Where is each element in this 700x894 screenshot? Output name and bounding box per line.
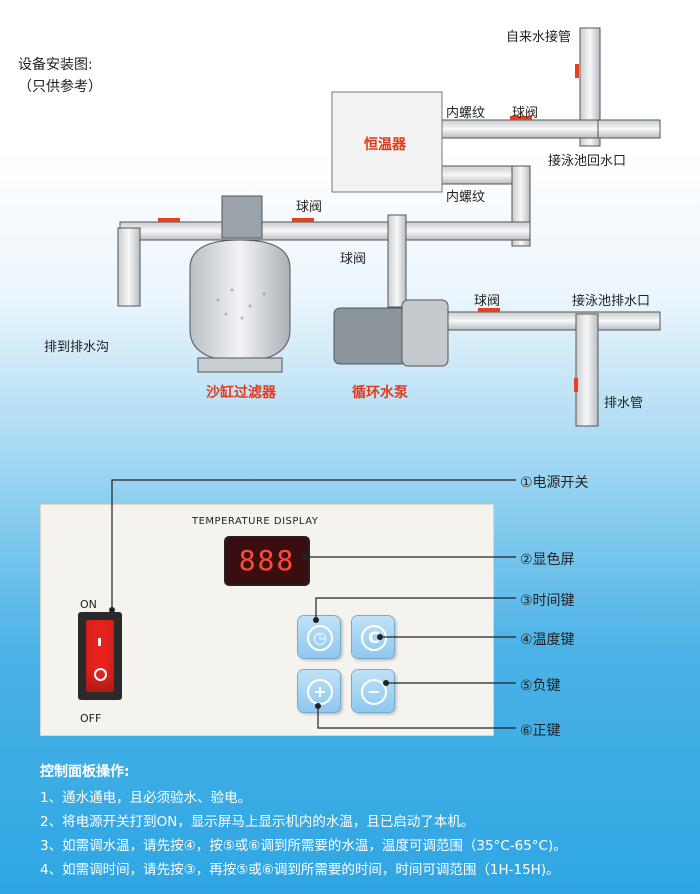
heater-box bbox=[331, 91, 443, 193]
label-pump: 循环水泵 bbox=[352, 385, 408, 401]
pipe-drain-right bbox=[575, 313, 599, 427]
switch-off-label: OFF bbox=[80, 712, 102, 725]
callout-minus: ⑤负键 bbox=[520, 678, 561, 694]
installation-diagram bbox=[117, 27, 661, 427]
switch-on-label: ON bbox=[80, 598, 97, 611]
time-button[interactable]: ◷ bbox=[298, 616, 340, 658]
install-note: （只供参考） bbox=[18, 79, 102, 95]
celsius-icon: C bbox=[361, 625, 387, 651]
sand-filter-tank bbox=[189, 239, 291, 363]
operation-step: 3、如需调水温，请先按④，按⑤或⑥调到所需要的水温，温度可调范围（35°C-65… bbox=[40, 838, 567, 854]
valve-main-mid bbox=[292, 218, 314, 222]
temperature-display: 888 bbox=[226, 538, 308, 584]
label-drain-pipe: 排水管 bbox=[604, 396, 644, 411]
label-heater: 恒温器 bbox=[364, 137, 406, 153]
clock-icon: ◷ bbox=[307, 625, 333, 651]
panel-title: TEMPERATURE DISPLAY bbox=[192, 516, 319, 527]
pipe-tap-vertical bbox=[579, 27, 601, 147]
operations-heading: 控制面板操作: bbox=[40, 764, 130, 780]
callout-temperature: ④温度键 bbox=[520, 632, 575, 648]
power-switch[interactable] bbox=[78, 612, 122, 700]
valve-drain-right bbox=[574, 378, 578, 392]
pump-body bbox=[401, 299, 449, 367]
operation-step: 1、通水通电，且必须验水、验电。 bbox=[40, 790, 252, 806]
install-title: 设备安装图: bbox=[18, 57, 93, 73]
label-pool-drain: 接泳池排水口 bbox=[572, 294, 651, 309]
label-inner-thread-top: 内螺纹 bbox=[446, 106, 486, 121]
valve-top bbox=[510, 116, 532, 120]
minus-icon: − bbox=[361, 679, 387, 705]
label-sand-filter: 沙缸过滤器 bbox=[206, 385, 276, 401]
filter-base bbox=[197, 357, 283, 373]
callout-time: ③时间键 bbox=[520, 593, 575, 609]
pipe-return bbox=[597, 119, 661, 139]
operation-step: 2、将电源开关打到ON，显示屏马上显示机内的水温，且已启动了本机。 bbox=[40, 814, 475, 830]
label-ball-valve-top: 球阀 bbox=[512, 106, 539, 121]
label-pool-return: 接泳池回水口 bbox=[548, 154, 627, 169]
pipe-pump-right bbox=[445, 311, 661, 331]
operation-instructions: 控制面板操作: 1、通水通电，且必须验水、验电。 2、将电源开关打到ON，显示屏… bbox=[40, 760, 567, 882]
pump-motor bbox=[333, 307, 407, 365]
label-tap-water: 自来水接管 bbox=[506, 30, 572, 45]
valve-tap bbox=[575, 64, 579, 78]
label-ball-valve-low: 球阀 bbox=[340, 252, 367, 267]
label-ball-valve-mid: 球阀 bbox=[296, 200, 323, 215]
pipe-pump-up bbox=[387, 214, 407, 308]
minus-button[interactable]: − bbox=[352, 670, 394, 712]
callout-display: ②显色屏 bbox=[520, 552, 575, 568]
pipe-drain-left bbox=[117, 227, 141, 307]
valve-pump-right bbox=[478, 308, 500, 312]
label-inner-thread-bottom: 内螺纹 bbox=[446, 190, 486, 205]
callout-lines bbox=[109, 479, 516, 729]
valve-main-left bbox=[158, 218, 180, 222]
label-ball-valve-right: 球阀 bbox=[474, 294, 501, 309]
pipe-heater-top bbox=[439, 119, 601, 139]
pipe-main bbox=[119, 221, 531, 241]
filter-valve bbox=[221, 195, 263, 239]
callout-plus: ⑥正键 bbox=[520, 723, 561, 739]
operation-step: 4、如需调时间，请先按③，再按⑤或⑥调到所需要的时间，时间可调范围（1H-15H… bbox=[40, 862, 560, 878]
label-drain-ditch: 排到排水沟 bbox=[44, 340, 110, 355]
callout-power: ①电源开关 bbox=[520, 475, 589, 491]
